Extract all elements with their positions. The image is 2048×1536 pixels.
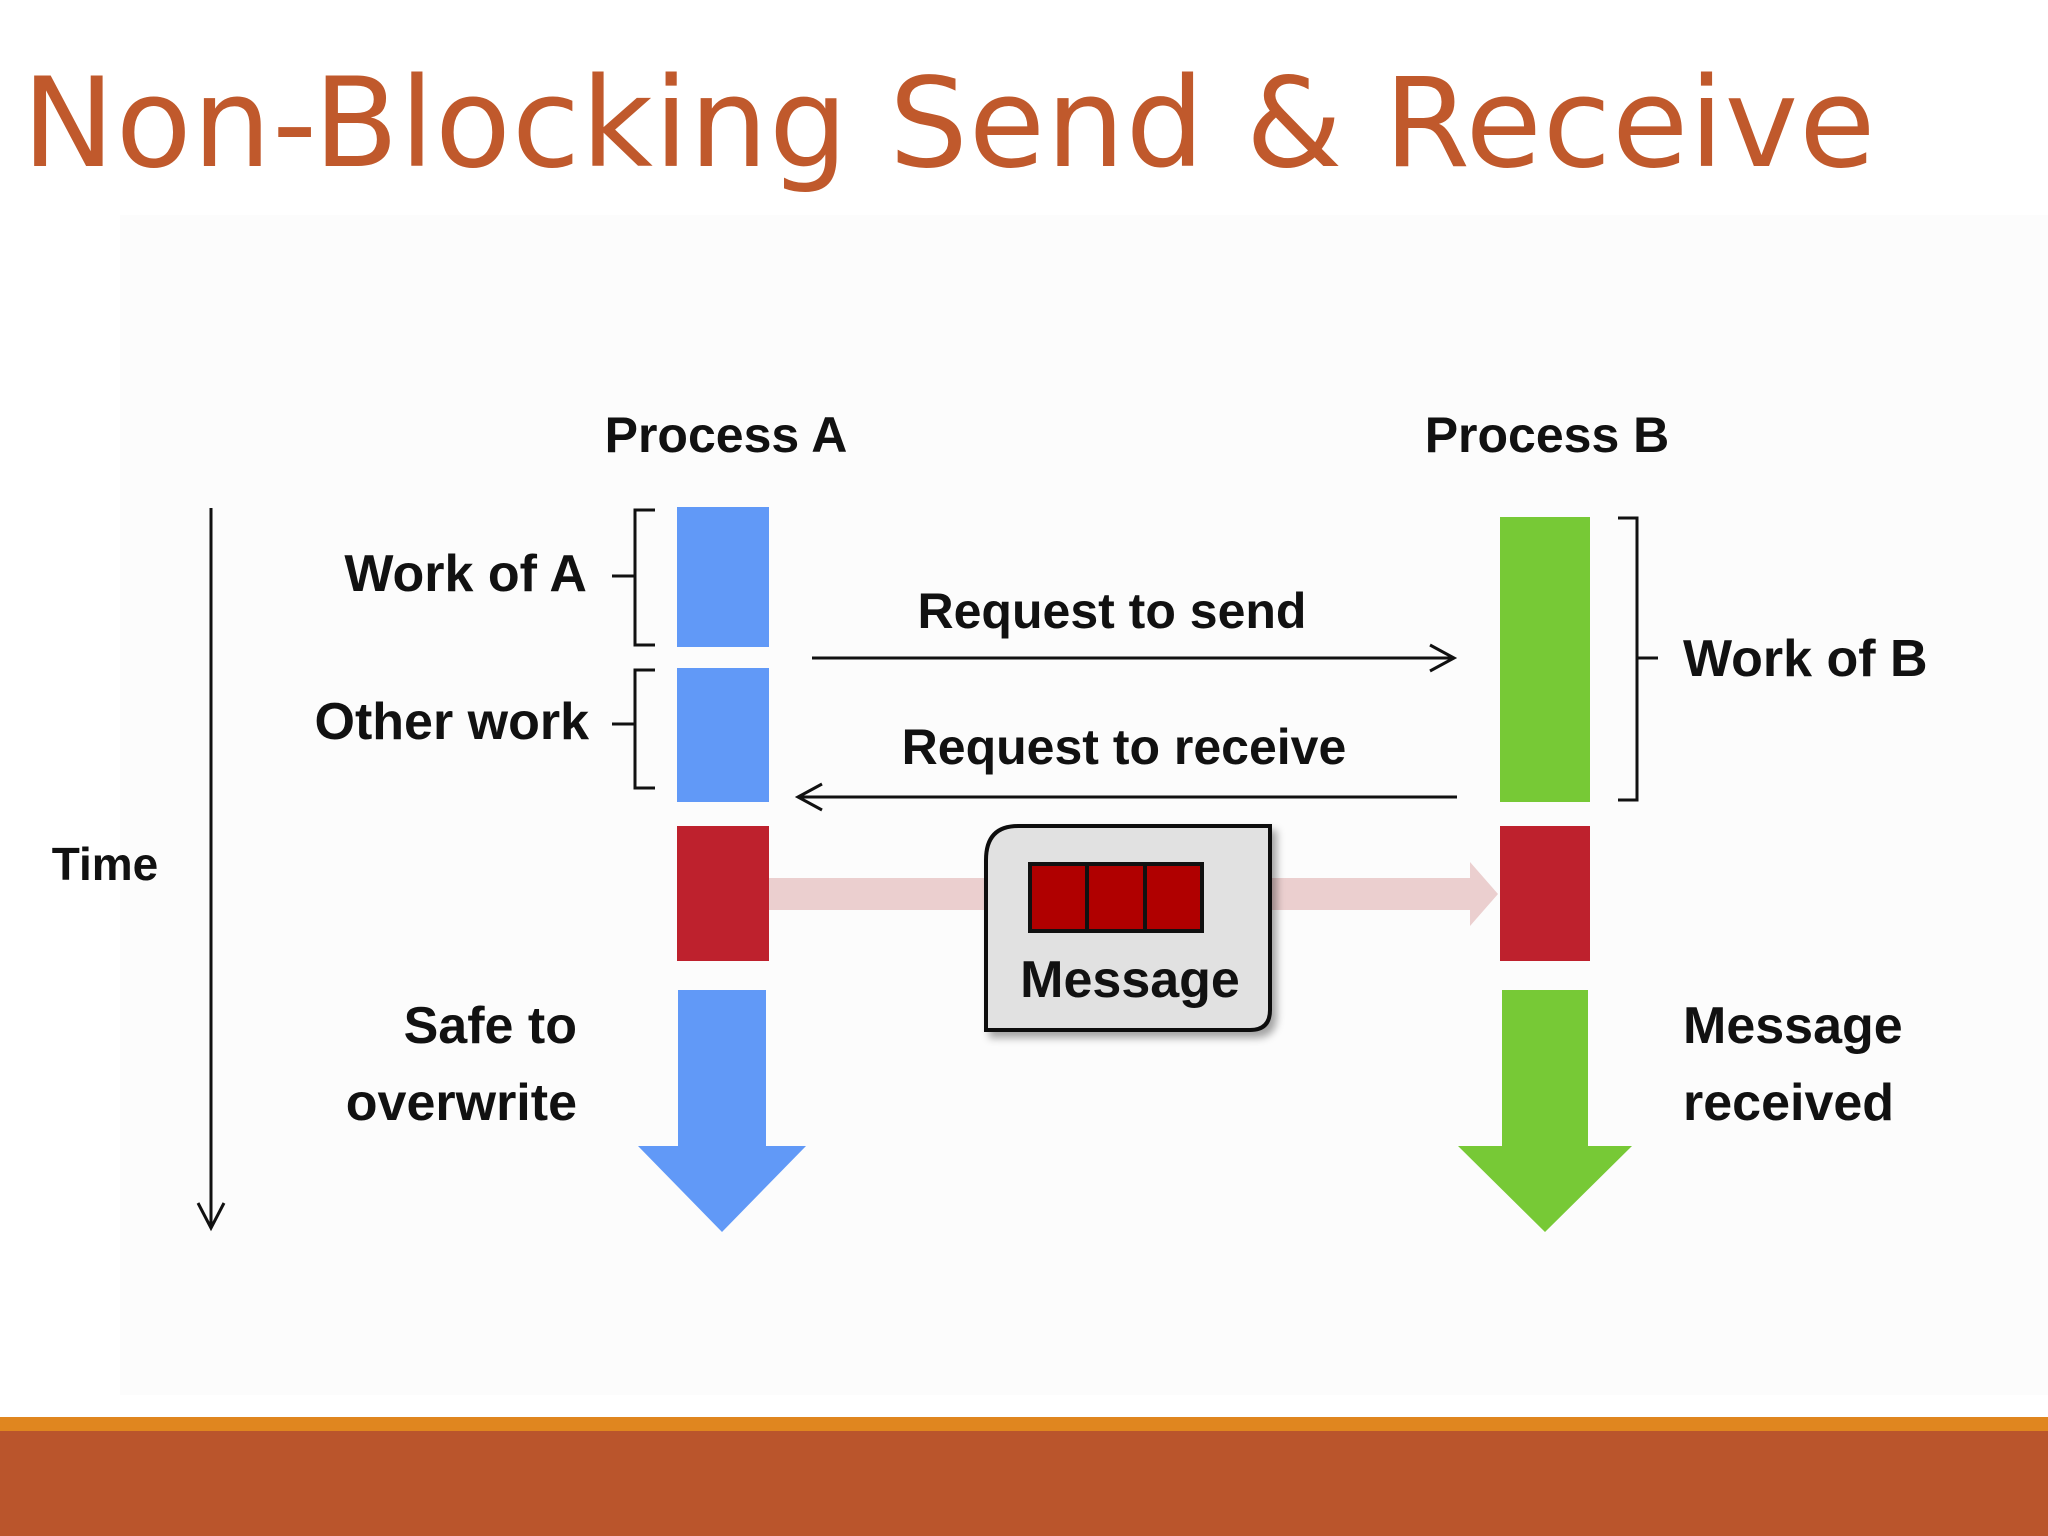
process-b-label: Process B — [1425, 407, 1670, 463]
safe-to-overwrite-line2: overwrite — [346, 1074, 577, 1132]
process-b-message-block — [1500, 826, 1590, 961]
request-to-send-arrowhead-icon — [1429, 643, 1458, 673]
time-arrowhead-icon — [196, 1202, 226, 1232]
time-axis — [196, 508, 226, 1232]
slide-title: Non-Blocking Send & Receive — [22, 52, 1877, 196]
process-a-down-arrow — [638, 990, 806, 1232]
process-a-label: Process A — [605, 407, 848, 463]
work-of-b-label: Work of B — [1683, 630, 1928, 688]
process-a-work-block — [677, 507, 769, 647]
safe-to-overwrite-line1: Safe to — [404, 997, 577, 1055]
work-of-b-bracket — [1618, 516, 1658, 802]
process-a-message-block — [677, 826, 769, 961]
footer-bar — [0, 1431, 2048, 1536]
message-buffer-icon — [1028, 862, 1204, 933]
process-b-work-block — [1500, 517, 1590, 802]
time-label: Time — [52, 838, 159, 890]
process-b-down-arrow — [1458, 990, 1632, 1232]
request-to-receive-label: Request to receive — [902, 719, 1347, 775]
footer-accent-stripe — [0, 1417, 2048, 1431]
message-received-line1: Message — [1683, 997, 1903, 1055]
work-of-a-label: Work of A — [344, 545, 587, 603]
request-to-receive-arrowhead-icon — [794, 782, 823, 812]
other-work-bracket — [612, 668, 655, 790]
diagram-panel — [120, 215, 2048, 1395]
process-a-other-work-block — [677, 668, 769, 802]
other-work-label: Other work — [315, 693, 590, 751]
message-box: Message — [984, 824, 1272, 1032]
work-of-a-bracket — [612, 508, 655, 647]
message-label: Message — [1020, 951, 1240, 1009]
message-received-line2: received — [1683, 1074, 1894, 1132]
request-to-send-label: Request to send — [918, 583, 1307, 639]
